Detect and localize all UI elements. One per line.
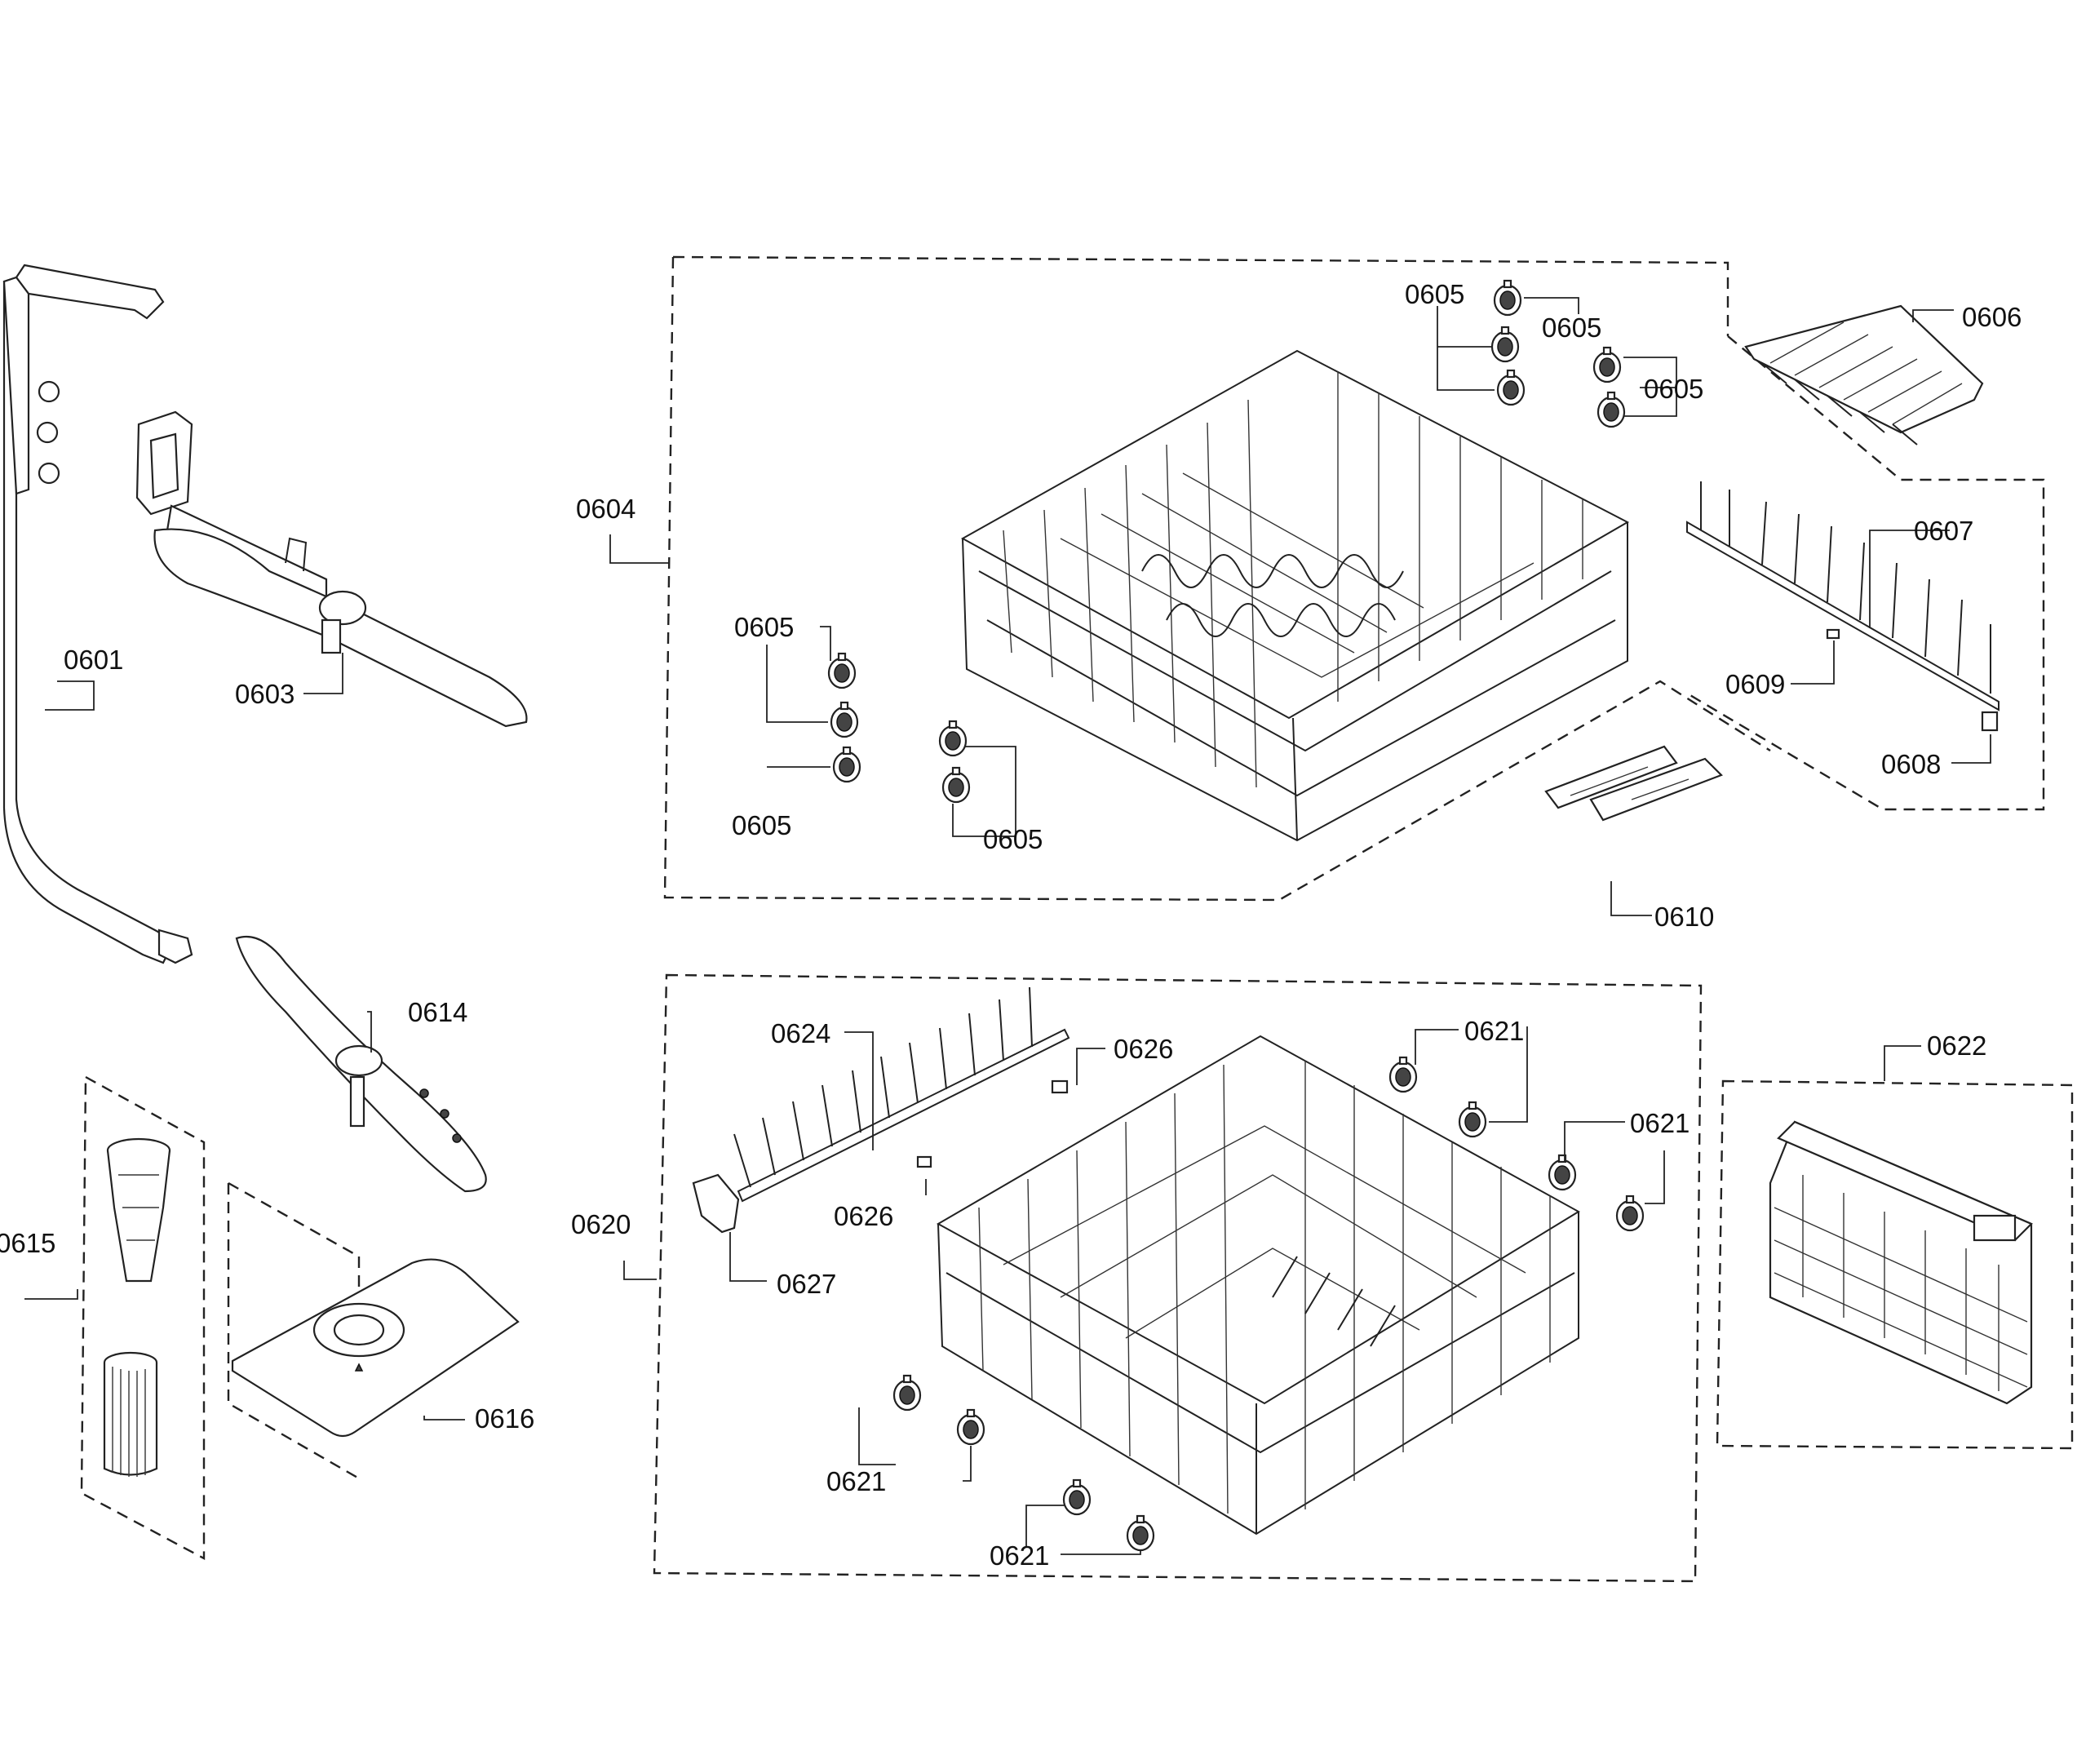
label-0605-c: 0605 — [1644, 374, 1703, 404]
cutlery-basket-icon — [1769, 1120, 2033, 1405]
label-0608: 0608 — [1881, 749, 1941, 779]
label-0627: 0627 — [777, 1269, 836, 1299]
filter-icon — [103, 1137, 171, 1477]
label-0620: 0620 — [571, 1209, 631, 1239]
upper-rack-group-boundary — [663, 255, 1771, 902]
label-0606: 0606 — [1962, 302, 2022, 332]
roller-wheel-icon — [827, 279, 1645, 1552]
label-0621-a: 0621 — [1464, 1016, 1524, 1046]
label-0605-d: 0605 — [734, 612, 794, 642]
filter-plate-guides — [227, 1181, 361, 1480]
cutlery-basket-boundary — [1716, 1079, 2074, 1450]
label-0615: 0615 — [0, 1228, 55, 1258]
upper-spray-arm-icon — [135, 410, 528, 728]
label-0605-b: 0605 — [1542, 312, 1601, 343]
label-0626-b: 0626 — [834, 1201, 893, 1231]
part-labels: 0601 0603 0604 0605 0605 0605 0605 0605 … — [0, 279, 2022, 1571]
label-0605-e: 0605 — [732, 810, 791, 840]
label-0609: 0609 — [1725, 669, 1785, 699]
lower-spray-arm-icon — [235, 935, 487, 1193]
clip-0627-icon — [692, 1173, 740, 1234]
lower-rack-icon — [936, 1035, 1580, 1536]
label-0621-d: 0621 — [990, 1540, 1049, 1571]
label-0605-f: 0605 — [983, 824, 1043, 854]
rack-accessory-boundary — [1684, 335, 2045, 811]
label-0614: 0614 — [408, 997, 467, 1027]
label-0610: 0610 — [1654, 902, 1714, 932]
label-0622: 0622 — [1927, 1030, 1986, 1061]
label-0601: 0601 — [64, 645, 123, 675]
label-0621-c: 0621 — [826, 1466, 886, 1496]
label-0604: 0604 — [576, 494, 636, 524]
filter-plate-icon — [231, 1258, 520, 1438]
label-0626-a: 0626 — [1114, 1034, 1173, 1064]
filter-group-boundary — [80, 1075, 206, 1560]
label-0621-b: 0621 — [1630, 1108, 1690, 1138]
clip-0626-icon — [916, 1079, 1069, 1168]
lower-tine-row-icon — [733, 986, 1070, 1203]
label-0605-a: 0605 — [1405, 279, 1464, 309]
upper-rack-icon — [960, 349, 1630, 842]
shelf-insert-icon — [1744, 304, 1984, 445]
label-0607: 0607 — [1914, 516, 1973, 546]
tine-row-icon — [1686, 481, 2000, 732]
label-0616: 0616 — [475, 1403, 534, 1434]
label-0624: 0624 — [771, 1018, 830, 1048]
leader-lines — [24, 297, 1991, 1555]
label-0603: 0603 — [235, 679, 294, 709]
supply-tube-icon — [2, 264, 193, 964]
rack-handle-icon — [1544, 745, 1723, 822]
